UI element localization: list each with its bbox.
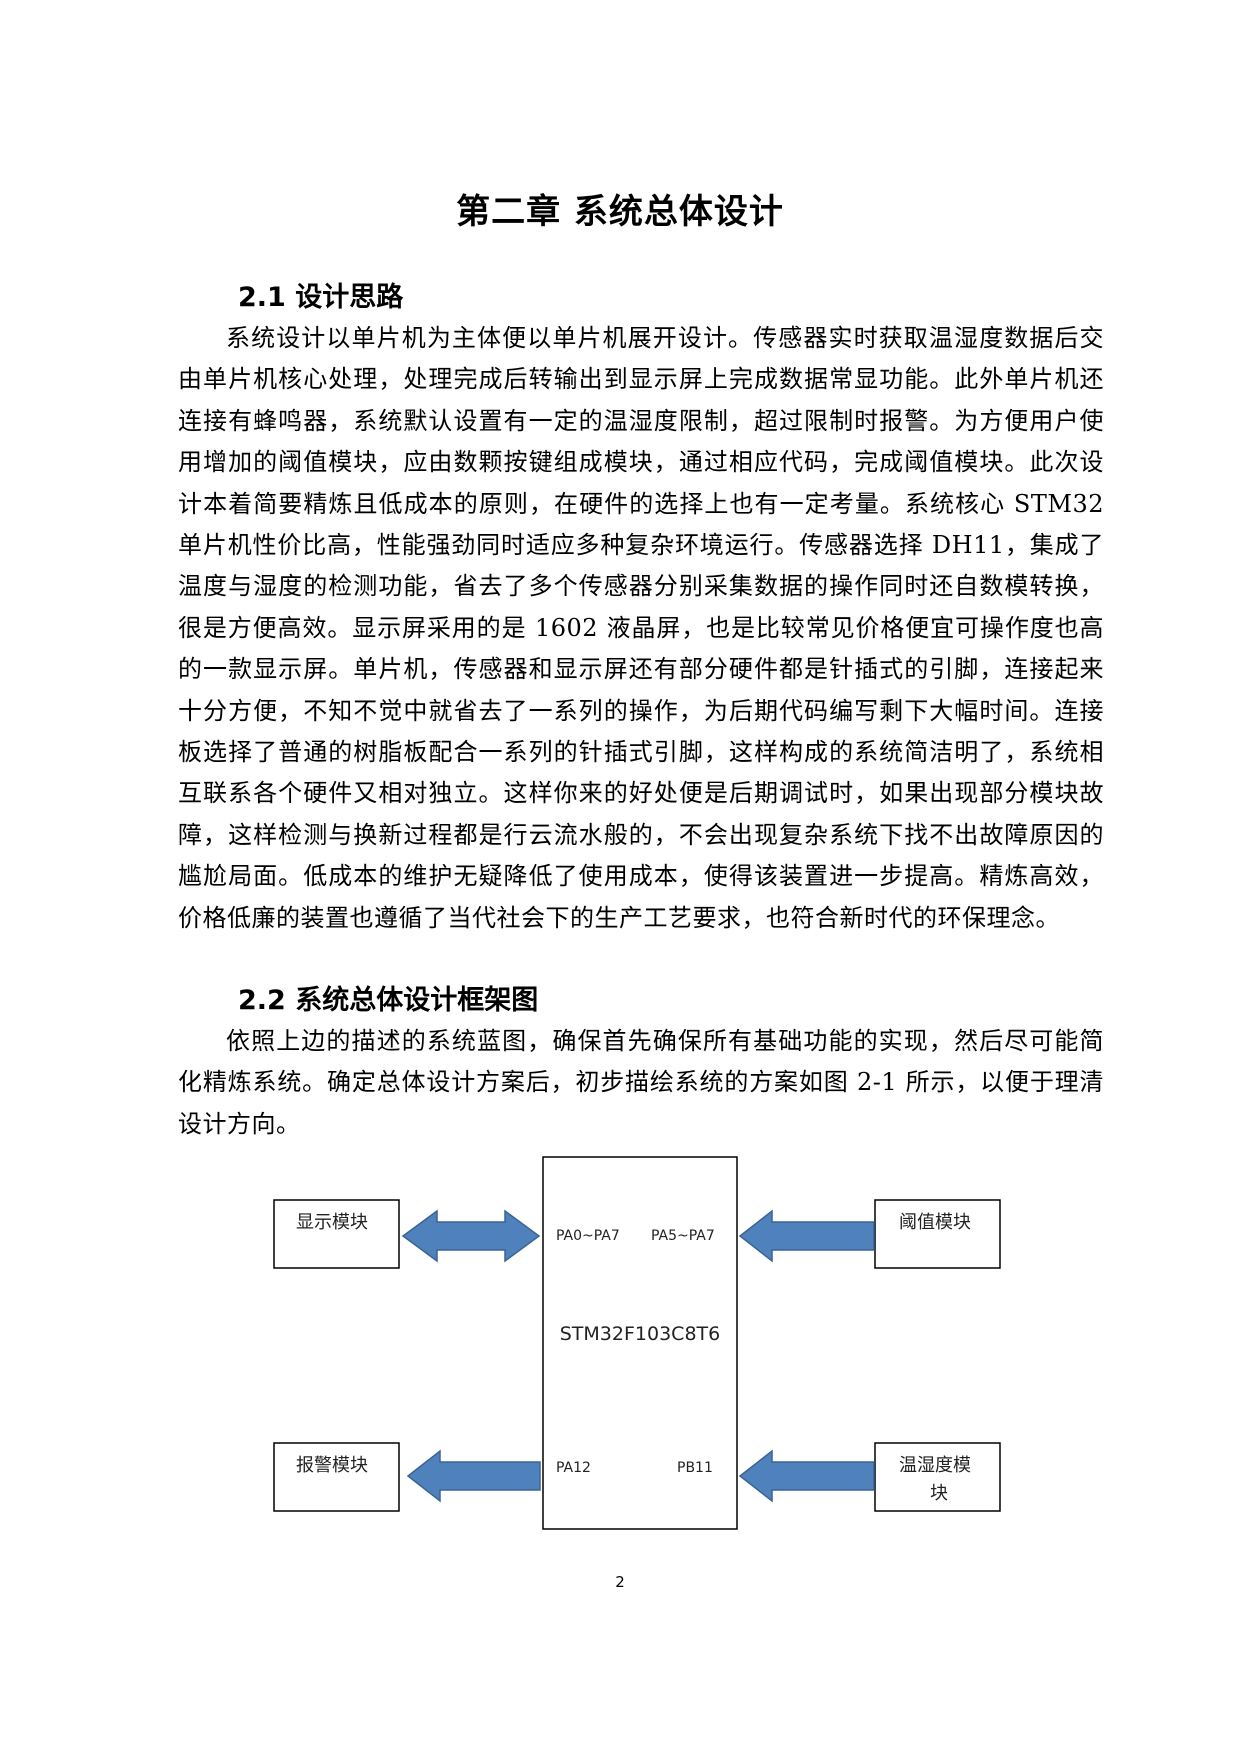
paragraph-line: 连接有蜂鸣器，系统默认设置有一定的温湿度限制，超过限制时报警。为方便用户使	[178, 406, 1104, 435]
paragraph-line: 设计方向。	[178, 1109, 301, 1138]
threshold-input-arrow	[738, 1209, 875, 1263]
pin-label-display: PA0~PA7	[556, 1228, 620, 1244]
paragraph-line: 很是方便高效。显示屏采用的是 1602 液晶屏，也是比较常见价格便宜可操作度也高	[178, 613, 1104, 642]
paragraph-line: 用增加的阈值模块，应由数颗按键组成模块，通过相应代码，完成阈值模块。此次设	[178, 448, 1104, 477]
display-bidirectional-arrow	[401, 1209, 541, 1263]
paragraph-line: 障，这样检测与换新过程都是行云流水般的，不会出现复杂系统下找不出故障原因的	[178, 820, 1104, 849]
sensor-module-label-line2: 块	[930, 1483, 948, 1504]
paragraph-line: 尴尬局面。低成本的维护无疑降低了使用成本，使得该装置进一步提高。精炼高效，	[178, 862, 1104, 891]
paragraph-line: 板选择了普通的树脂板配合一系列的针插式引脚，这样构成的系统简洁明了，系统相	[178, 738, 1104, 767]
alarm-module-box	[273, 1442, 400, 1512]
paragraph-line: 温度与湿度的检测功能，省去了多个传感器分别采集数据的操作同时还自数模转换，	[178, 572, 1104, 601]
paragraph-line: 十分方便，不知不觉中就省去了一系列的操作，为后期代码编写剩下大幅时间。连接	[178, 696, 1104, 725]
page-number: 2	[615, 1573, 625, 1591]
paragraph-line: 系统设计以单片机为主体便以单片机展开设计。传感器实时获取温湿度数据后交	[226, 324, 1104, 352]
paragraph-framework-intro: 依照上边的描述的系统蓝图，确保首先确保所有基础功能的实现，然后尽可能简化精炼系统…	[178, 1021, 1104, 1145]
sensor-module-label-line1: 温湿度模	[899, 1455, 971, 1476]
threshold-module-label: 阈值模块	[899, 1212, 971, 1233]
paragraph-line: 计本着简要精炼且低成本的原则，在硬件的选择上也有一定考量。系统核心 STM32	[178, 489, 1104, 518]
sensor-input-arrow	[738, 1449, 875, 1503]
section-title-2-1: 2.1 设计思路	[238, 282, 404, 313]
paragraph-line: 由单片机核心处理，处理完成后转输出到显示屏上完成数据常显功能。此外单片机还	[178, 365, 1104, 394]
alarm-output-arrow	[406, 1449, 541, 1503]
paragraph-line: 依照上边的描述的系统蓝图，确保首先确保所有基础功能的实现，然后尽可能简	[226, 1027, 1104, 1055]
display-module-box	[273, 1199, 400, 1269]
section-title-2-2: 2.2 系统总体设计框架图	[238, 985, 539, 1016]
paragraph-design-idea: 系统设计以单片机为主体便以单片机展开设计。传感器实时获取温湿度数据后交由单片机核…	[178, 318, 1104, 939]
chapter-title: 第二章 系统总体设计	[456, 192, 784, 232]
pin-label-sensor: PB11	[677, 1460, 713, 1476]
mcu-label: STM32F103C8T6	[560, 1323, 720, 1345]
paragraph-line: 化精炼系统。确定总体设计方案后，初步描绘系统的方案如图 2-1 所示，以便于理清	[178, 1068, 1104, 1097]
pin-label-threshold: PA5~PA7	[651, 1228, 715, 1244]
pin-label-alarm: PA12	[556, 1460, 591, 1476]
display-module-label: 显示模块	[296, 1212, 368, 1233]
paragraph-line: 的一款显示屏。单片机，传感器和显示屏还有部分硬件都是针插式的引脚，连接起来	[178, 655, 1104, 684]
alarm-module-label: 报警模块	[296, 1455, 368, 1476]
paragraph-line: 互联系各个硬件又相对独立。这样你来的好处便是后期调试时，如果出现部分模块故	[178, 779, 1104, 808]
mcu-box	[542, 1156, 738, 1530]
threshold-module-box	[874, 1199, 1001, 1269]
paragraph-line: 单片机性价比高，性能强劲同时适应多种复杂环境运行。传感器选择 DH11，集成了	[178, 531, 1104, 560]
sensor-module-box	[874, 1442, 1001, 1512]
paragraph-line: 价格低廉的装置也遵循了当代社会下的生产工艺要求，也符合新时代的环保理念。	[178, 903, 1060, 932]
